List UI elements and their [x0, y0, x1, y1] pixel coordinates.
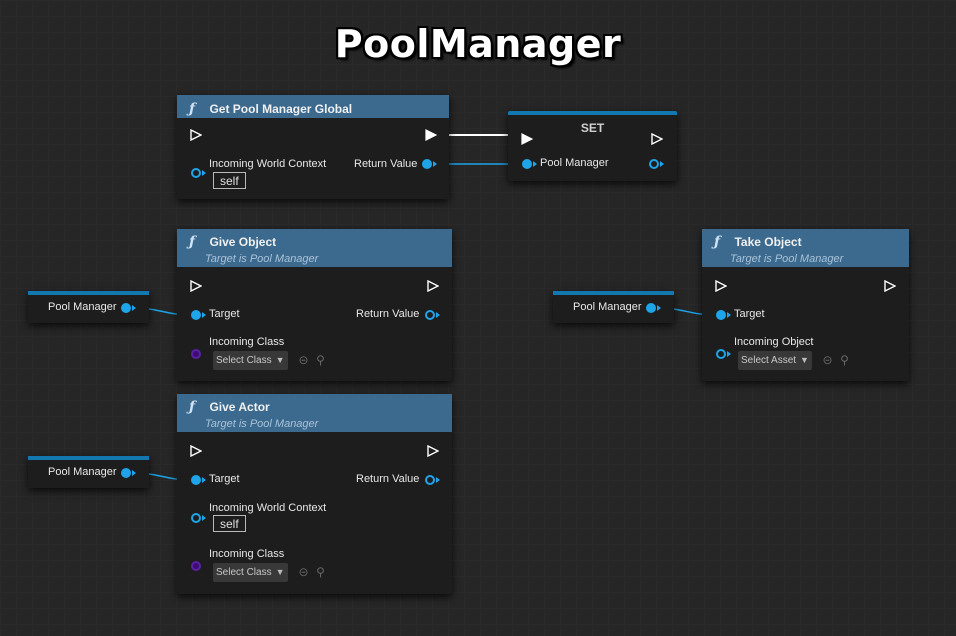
- chevron-down-icon: ▼: [275, 567, 285, 577]
- exec-out-pin-icon[interactable]: [651, 133, 663, 145]
- node-header: ƒ Give Actor Target is Pool Manager: [177, 394, 452, 432]
- pin-arrow-icon: [533, 161, 537, 167]
- node-give-actor[interactable]: ƒ Give Actor Target is Pool Manager Targ…: [177, 394, 452, 594]
- target-pin-icon[interactable]: [716, 310, 726, 320]
- pin-label-return-value: Return Value: [356, 473, 420, 485]
- variable-label: Pool Manager: [573, 301, 642, 313]
- pin-arrow-icon: [727, 312, 731, 318]
- incoming-object-pin-icon[interactable]: [716, 349, 726, 359]
- exec-in-pin-icon[interactable]: [190, 445, 202, 457]
- function-icon: ƒ: [189, 234, 196, 250]
- exec-out-pin-icon[interactable]: [427, 445, 439, 457]
- browse-icon[interactable]: ⊝: [298, 353, 309, 367]
- pool-manager-variable-node[interactable]: Pool Manager: [28, 291, 149, 323]
- search-icon[interactable]: ⚲: [316, 353, 325, 367]
- pin-label-incoming-class: Incoming Class: [209, 548, 285, 560]
- select-asset-label: Select Asset: [741, 355, 797, 366]
- chevron-down-icon: ▼: [800, 355, 809, 365]
- function-icon: ƒ: [189, 399, 196, 415]
- variable-out-pin-icon[interactable]: [121, 303, 131, 313]
- pool-manager-in-pin-icon[interactable]: [522, 159, 532, 169]
- search-icon[interactable]: ⚲: [840, 353, 849, 367]
- node-subtitle: Target is Pool Manager: [205, 253, 319, 265]
- pin-arrow-icon: [657, 305, 661, 311]
- node-header: ƒ Get Pool Manager Global: [177, 95, 449, 118]
- self-value-box[interactable]: self: [213, 515, 246, 532]
- node-get-pool-manager-global[interactable]: ƒ Get Pool Manager Global Incoming World…: [177, 95, 449, 199]
- exec-in-pin-icon[interactable]: [521, 133, 533, 145]
- node-give-object[interactable]: ƒ Give Object Target is Pool Manager Tar…: [177, 229, 452, 381]
- exec-in-pin-icon[interactable]: [190, 280, 202, 292]
- node-title: Take Object: [734, 235, 802, 249]
- exec-out-pin-icon[interactable]: [884, 280, 896, 292]
- pool-manager-variable-node[interactable]: Pool Manager: [553, 291, 674, 323]
- world-context-pin-icon[interactable]: [191, 168, 201, 178]
- node-title: Give Actor: [209, 400, 270, 414]
- pool-manager-variable-node[interactable]: Pool Manager: [28, 456, 149, 488]
- pin-label-target: Target: [209, 473, 240, 485]
- exec-in-pin-icon[interactable]: [715, 280, 727, 292]
- pin-arrow-icon: [202, 312, 206, 318]
- function-icon: ƒ: [189, 101, 196, 117]
- incoming-class-pin-icon[interactable]: [191, 561, 201, 571]
- exec-out-pin-icon[interactable]: [425, 129, 437, 141]
- select-asset-dropdown[interactable]: Select Asset▼: [738, 351, 812, 370]
- select-class-dropdown[interactable]: Select Class▼: [213, 351, 288, 370]
- exec-in-pin-icon[interactable]: [190, 129, 202, 141]
- pin-arrow-icon: [433, 161, 437, 167]
- pin-label-return-value: Return Value: [354, 158, 418, 170]
- pin-arrow-icon: [727, 351, 731, 357]
- select-class-label: Select Class: [216, 567, 272, 578]
- pin-label-incoming-world-context: Incoming World Context: [209, 502, 327, 514]
- variable-label: Pool Manager: [48, 301, 117, 313]
- graph-title: PoolManager: [334, 22, 622, 66]
- pin-label-incoming-class: Incoming Class: [209, 336, 285, 348]
- browse-icon[interactable]: ⊝: [298, 565, 309, 579]
- exec-out-pin-icon[interactable]: [427, 280, 439, 292]
- pin-arrow-icon: [132, 305, 136, 311]
- pin-label-target: Target: [209, 308, 240, 320]
- node-title: Get Pool Manager Global: [209, 102, 353, 116]
- pin-label-incoming-world-context: Incoming World Context: [209, 158, 327, 170]
- pin-label-pool-manager: Pool Manager: [540, 157, 609, 169]
- pin-arrow-icon: [436, 477, 440, 483]
- world-context-pin-icon[interactable]: [191, 513, 201, 523]
- node-header: ƒ Take Object Target is Pool Manager: [702, 229, 909, 267]
- variable-label: Pool Manager: [48, 466, 117, 478]
- self-value-box[interactable]: self: [213, 172, 246, 189]
- pin-arrow-icon: [202, 477, 206, 483]
- node-subtitle: Target is Pool Manager: [730, 253, 844, 265]
- node-title: Give Object: [209, 235, 277, 249]
- return-value-pin-icon[interactable]: [422, 159, 432, 169]
- return-value-pin-icon[interactable]: [425, 310, 435, 320]
- node-set[interactable]: SET Pool Manager: [508, 111, 677, 181]
- chevron-down-icon: ▼: [275, 355, 285, 365]
- pin-arrow-icon: [132, 470, 136, 476]
- select-class-dropdown[interactable]: Select Class▼: [213, 563, 288, 582]
- pin-label-return-value: Return Value: [356, 308, 420, 320]
- incoming-class-pin-icon[interactable]: [191, 349, 201, 359]
- node-title: SET: [580, 121, 605, 135]
- target-pin-icon[interactable]: [191, 475, 201, 485]
- pin-arrow-icon: [436, 312, 440, 318]
- pin-arrow-icon: [202, 515, 206, 521]
- node-subtitle: Target is Pool Manager: [205, 418, 319, 430]
- pin-arrow-icon: [660, 161, 664, 167]
- pin-label-incoming-object: Incoming Object: [734, 336, 814, 348]
- pin-label-target: Target: [734, 308, 765, 320]
- search-icon[interactable]: ⚲: [316, 565, 325, 579]
- node-take-object[interactable]: ƒ Take Object Target is Pool Manager Tar…: [702, 229, 909, 381]
- target-pin-icon[interactable]: [191, 310, 201, 320]
- function-icon: ƒ: [714, 234, 721, 250]
- browse-icon[interactable]: ⊝: [822, 353, 833, 367]
- variable-out-pin-icon[interactable]: [646, 303, 656, 313]
- select-class-label: Select Class: [216, 355, 272, 366]
- return-value-pin-icon[interactable]: [425, 475, 435, 485]
- node-header: ƒ Give Object Target is Pool Manager: [177, 229, 452, 267]
- pool-manager-out-pin-icon[interactable]: [649, 159, 659, 169]
- pin-arrow-icon: [202, 170, 206, 176]
- variable-out-pin-icon[interactable]: [121, 468, 131, 478]
